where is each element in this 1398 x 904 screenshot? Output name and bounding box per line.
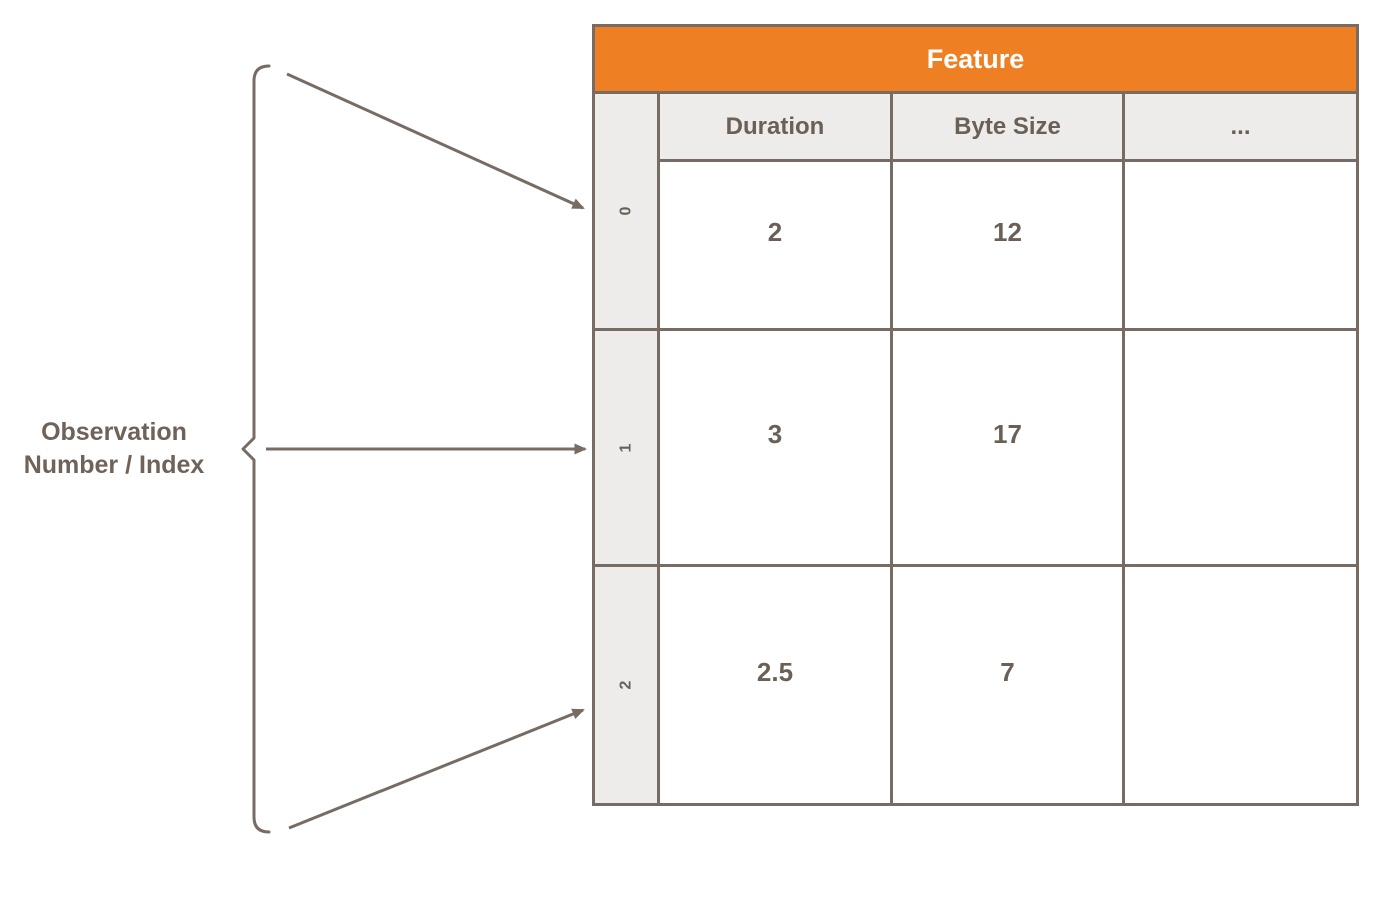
row-index-cell-0: 0: [595, 94, 660, 331]
cell-byte-size-1: 17: [893, 331, 1125, 567]
cell-more-0: [1125, 162, 1356, 331]
cell-duration-0: 2: [660, 162, 893, 331]
cell-more-2: [1125, 567, 1356, 803]
table-title: Feature: [926, 43, 1025, 74]
feature-table: Feature 0 1 2 Duration Byte Size ... 2 1…: [592, 24, 1359, 806]
observation-index-label: Observation Number / Index: [0, 416, 228, 482]
column-header-duration: Duration: [660, 94, 893, 162]
table-title-bar: Feature: [595, 27, 1356, 94]
table-grid: 0 1 2 Duration Byte Size ... 2 12 3 17 2…: [595, 94, 1356, 803]
cell-duration-2: 2.5: [660, 567, 893, 803]
row-index-0: 0: [617, 206, 634, 216]
column-header-more: ...: [1125, 94, 1356, 162]
arrow-to-row-0: [286, 72, 585, 210]
cell-more-1: [1125, 331, 1356, 567]
observation-label-line1: Observation: [41, 418, 187, 446]
curly-brace: [241, 64, 271, 834]
column-header-byte-size: Byte Size: [893, 94, 1125, 162]
row-index-cell-2: 2: [595, 567, 660, 803]
observation-label-line2: Number / Index: [23, 451, 205, 479]
cell-byte-size-2: 7: [893, 567, 1125, 803]
cell-duration-1: 3: [660, 331, 893, 567]
row-index-cell-1: 1: [595, 331, 660, 567]
cell-byte-size-0: 12: [893, 162, 1125, 331]
row-index-2: 2: [617, 680, 634, 690]
arrow-to-row-2: [288, 708, 585, 830]
row-index-1: 1: [617, 443, 634, 452]
